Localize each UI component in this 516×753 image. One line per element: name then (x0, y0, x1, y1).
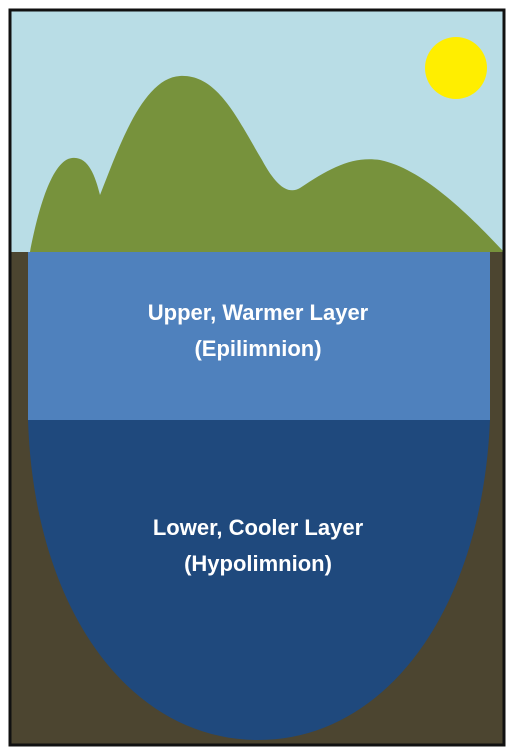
sun-icon (425, 37, 487, 99)
lower-layer-label-line2: (Hypolimnion) (184, 551, 332, 576)
upper-layer-label-line1: Upper, Warmer Layer (148, 300, 369, 325)
upper-water-layer (28, 252, 490, 420)
upper-layer-label-line2: (Epilimnion) (194, 336, 321, 361)
mountains (30, 75, 504, 252)
diagram-frame (8, 8, 506, 747)
lower-layer-label-line1: Lower, Cooler Layer (153, 515, 364, 540)
